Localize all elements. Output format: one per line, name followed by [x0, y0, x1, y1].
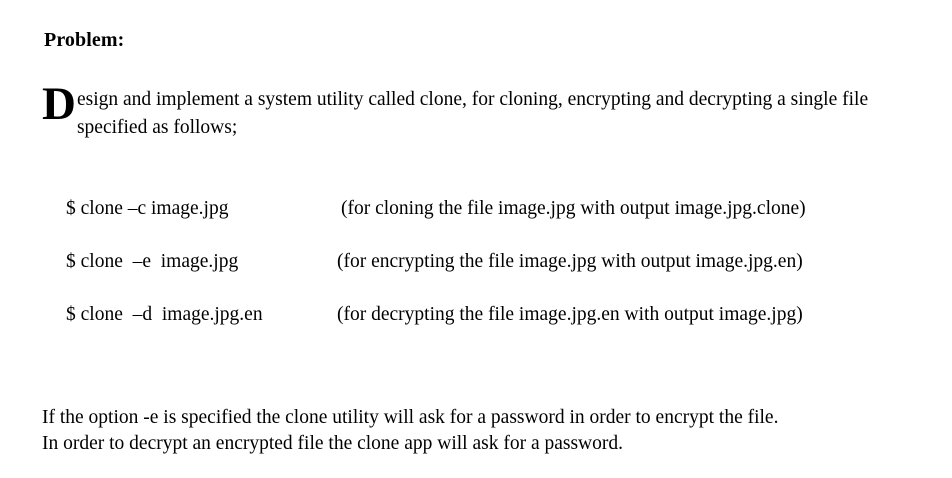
command-syntax: $ clone –e image.jpg	[66, 251, 239, 272]
drop-cap-letter: D	[42, 78, 76, 130]
command-usage-list: $ clone –c image.jpg (for cloning the fi…	[66, 196, 936, 355]
command-row: $ clone –e image.jpg (for encrypting the…	[66, 249, 936, 302]
page-title: Problem:	[44, 29, 125, 51]
command-row: $ clone –d image.jpg.en (for decrypting …	[66, 302, 936, 355]
command-row: $ clone –c image.jpg (for cloning the fi…	[66, 196, 936, 249]
intro-paragraph-text: esign and implement a system utility cal…	[76, 89, 869, 138]
closing-line-2: In order to decrypt an encrypted file th…	[42, 433, 624, 454]
command-description: (for decrypting the file image.jpg.en wi…	[337, 304, 803, 325]
command-syntax: $ clone –c image.jpg	[66, 198, 229, 219]
command-description: (for encrypting the file image.jpg with …	[337, 251, 803, 272]
closing-paragraph: If the option -e is specified the clone …	[42, 405, 932, 457]
closing-line-1: If the option -e is specified the clone …	[42, 407, 779, 428]
command-description: (for cloning the file image.jpg with out…	[341, 198, 806, 219]
command-syntax: $ clone –d image.jpg.en	[66, 304, 263, 325]
